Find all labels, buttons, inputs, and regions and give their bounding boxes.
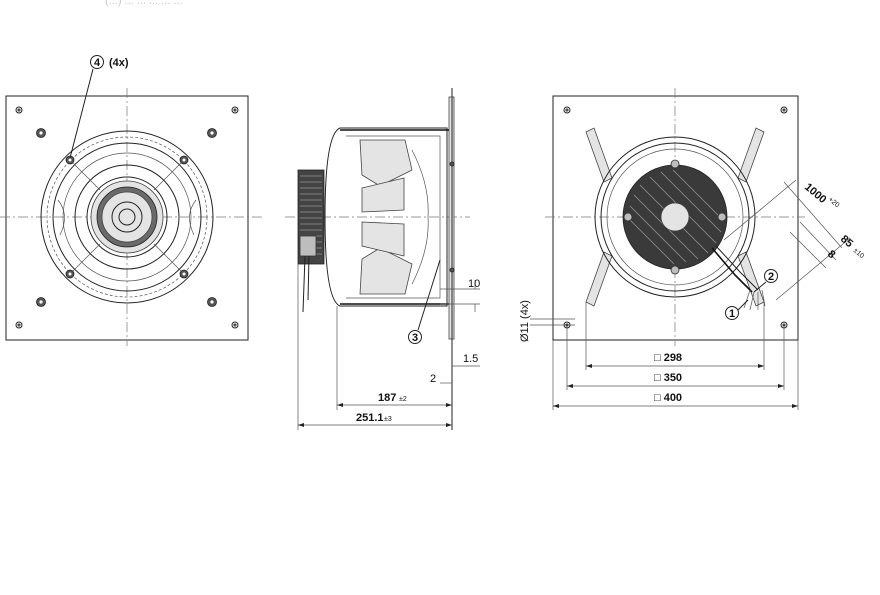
svg-text:85: 85 [838, 233, 855, 250]
callout-1-leader [737, 299, 749, 311]
callout-2-bubble [764, 269, 778, 283]
side-cable-gland [299, 235, 317, 257]
dim-10: 10 [440, 278, 480, 312]
callout-4-qty: (4x) [109, 57, 129, 69]
dim-1-5: 1.5 [452, 353, 480, 367]
dim-187: 187 ±2 [336, 306, 452, 410]
front-view: 4 (4x) [0, 55, 262, 346]
front-inlet-nozzle [86, 176, 168, 258]
callout-4-leader [69, 68, 94, 159]
callout-2-leader [753, 281, 767, 293]
rear-cable-wires [743, 289, 766, 311]
svg-text:±10: ±10 [852, 247, 865, 260]
rear-cable [711, 247, 753, 293]
side-blade-lower [359, 247, 413, 295]
callout-4-bubble [90, 55, 104, 69]
front-mount-bolts [65, 155, 189, 279]
dim-sq-400: □ 400 [552, 340, 799, 410]
svg-text:1.5: 1.5 [463, 353, 478, 365]
callout-1-bubble [725, 306, 739, 320]
svg-text:+20: +20 [827, 196, 841, 209]
side-view: 3 10 1.5 2 187 ±2 [285, 88, 480, 430]
rear-ring [594, 136, 756, 298]
svg-text:□ 400: □ 400 [654, 392, 682, 404]
dim-2: 2 [430, 373, 452, 385]
dim-251: 251.1 ±3 [297, 264, 452, 430]
front-bolt-holes [36, 128, 217, 307]
side-blade-upper [359, 139, 413, 187]
front-outer-ring [40, 130, 214, 304]
callout-4-number: 4 [94, 57, 101, 69]
header-text: (...) ... ... ... ... ... [105, 0, 183, 7]
side-impeller-housing [324, 127, 448, 307]
svg-text:1000: 1000 [802, 181, 828, 206]
svg-text:±3: ±3 [384, 416, 392, 423]
side-cable [302, 255, 306, 313]
svg-text:187: 187 [378, 392, 396, 404]
rear-plate [552, 95, 799, 341]
svg-text:10: 10 [468, 278, 480, 290]
svg-text:□ 350: □ 350 [654, 372, 682, 384]
dim-hole-dia: Ø11 (4x) [519, 300, 575, 342]
dim-strip-length: 85 ±10 8 [789, 221, 865, 269]
callout-3-leader [417, 259, 441, 331]
callout-3-bubble [408, 330, 422, 344]
front-corner-holes [15, 106, 239, 329]
svg-text:251.1: 251.1 [356, 412, 384, 424]
callout-2-number: 2 [768, 271, 774, 283]
callout-1-number: 1 [729, 308, 735, 320]
svg-text:2: 2 [430, 373, 436, 385]
svg-text:±2: ±2 [399, 396, 407, 403]
callout-3-number: 3 [412, 332, 418, 344]
svg-text:Ø11 (4x): Ø11 (4x) [519, 300, 531, 342]
front-guard-spokes [57, 159, 197, 275]
svg-text:□ 298: □ 298 [654, 352, 682, 364]
rear-view: Ø11 (4x) 1 2 1000 +20 85 ±10 8 [519, 88, 865, 410]
dim-sq-350: □ 350 [566, 325, 785, 390]
rear-mount-bolts [623, 159, 727, 275]
dim-sq-298: □ 298 [585, 302, 765, 370]
